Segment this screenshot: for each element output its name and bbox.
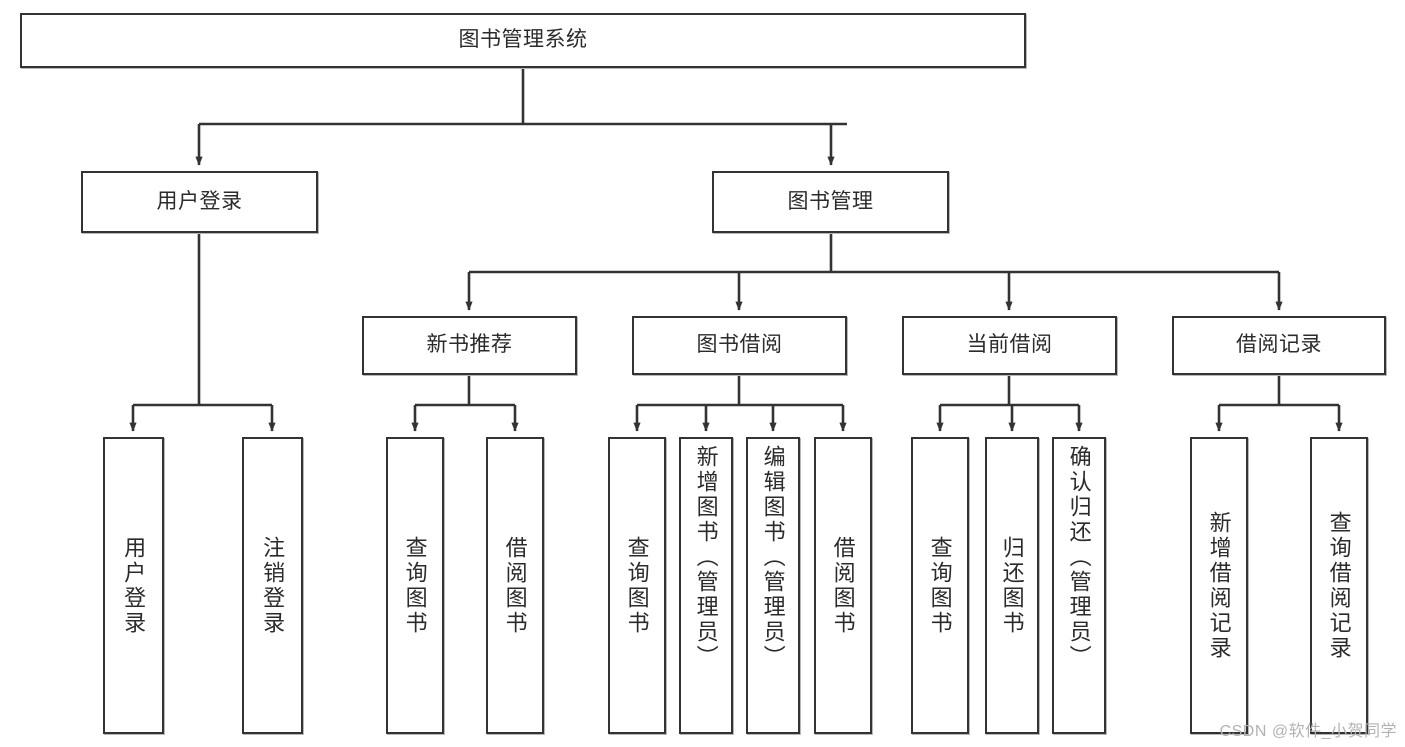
node-leaf-edit-book-admin-label: 编辑图书（管理员）	[760, 445, 786, 670]
node-leaf-query-book-2-label: 查询图书	[624, 535, 650, 636]
node-leaf-return-book[interactable]: 归还图书	[985, 437, 1039, 734]
node-leaf-logout-label: 注销登录	[260, 535, 286, 636]
node-leaf-add-book-admin-label: 新增图书（管理员）	[693, 445, 719, 670]
node-leaf-query-book-3[interactable]: 查询图书	[911, 437, 969, 734]
node-leaf-return-book-label: 归还图书	[999, 535, 1025, 636]
node-leaf-user-login-label: 用户登录	[121, 535, 147, 636]
node-book-management-label: 图书管理	[787, 189, 874, 213]
watermark-text: CSDN @软件_小贺同学	[1219, 723, 1397, 740]
node-user-login-label: 用户登录	[156, 189, 243, 213]
node-leaf-user-login[interactable]: 用户登录	[103, 437, 164, 734]
node-borrow-record-label: 借阅记录	[1236, 333, 1322, 357]
node-book-borrow-label: 图书借阅	[696, 333, 783, 357]
node-leaf-add-borrow-record[interactable]: 新增借阅记录	[1190, 437, 1248, 734]
node-borrow-record[interactable]: 借阅记录	[1172, 316, 1386, 375]
node-leaf-borrow-book-2[interactable]: 借阅图书	[814, 437, 872, 734]
node-new-book-recommend[interactable]: 新书推荐	[362, 316, 577, 375]
node-leaf-query-borrow-record[interactable]: 查询借阅记录	[1310, 437, 1368, 734]
node-leaf-confirm-return-admin-label: 确认归还（管理员）	[1066, 445, 1092, 670]
node-current-borrow[interactable]: 当前借阅	[902, 316, 1117, 375]
node-leaf-edit-book-admin[interactable]: 编辑图书（管理员）	[746, 437, 800, 734]
node-leaf-confirm-return-admin[interactable]: 确认归还（管理员）	[1052, 437, 1106, 734]
node-leaf-query-book-1-label: 查询图书	[402, 535, 428, 636]
node-leaf-add-borrow-record-label: 新增借阅记录	[1206, 510, 1232, 661]
node-leaf-borrow-book-1-label: 借阅图书	[502, 535, 528, 636]
node-leaf-query-borrow-record-label: 查询借阅记录	[1326, 510, 1352, 661]
node-leaf-borrow-book-1[interactable]: 借阅图书	[486, 437, 544, 734]
node-new-book-recommend-label: 新书推荐	[426, 333, 513, 357]
node-leaf-query-book-2[interactable]: 查询图书	[608, 437, 666, 734]
node-root-label: 图书管理系统	[458, 28, 588, 52]
node-user-login[interactable]: 用户登录	[81, 171, 318, 233]
node-leaf-add-book-admin[interactable]: 新增图书（管理员）	[679, 437, 733, 734]
node-book-management[interactable]: 图书管理	[712, 171, 949, 233]
node-leaf-logout[interactable]: 注销登录	[242, 437, 303, 734]
node-book-borrow[interactable]: 图书借阅	[632, 316, 847, 375]
node-leaf-query-book-3-label: 查询图书	[927, 535, 953, 636]
node-current-borrow-label: 当前借阅	[966, 333, 1053, 357]
node-root[interactable]: 图书管理系统	[20, 13, 1026, 68]
node-leaf-borrow-book-2-label: 借阅图书	[830, 535, 856, 636]
node-leaf-query-book-1[interactable]: 查询图书	[386, 437, 444, 734]
